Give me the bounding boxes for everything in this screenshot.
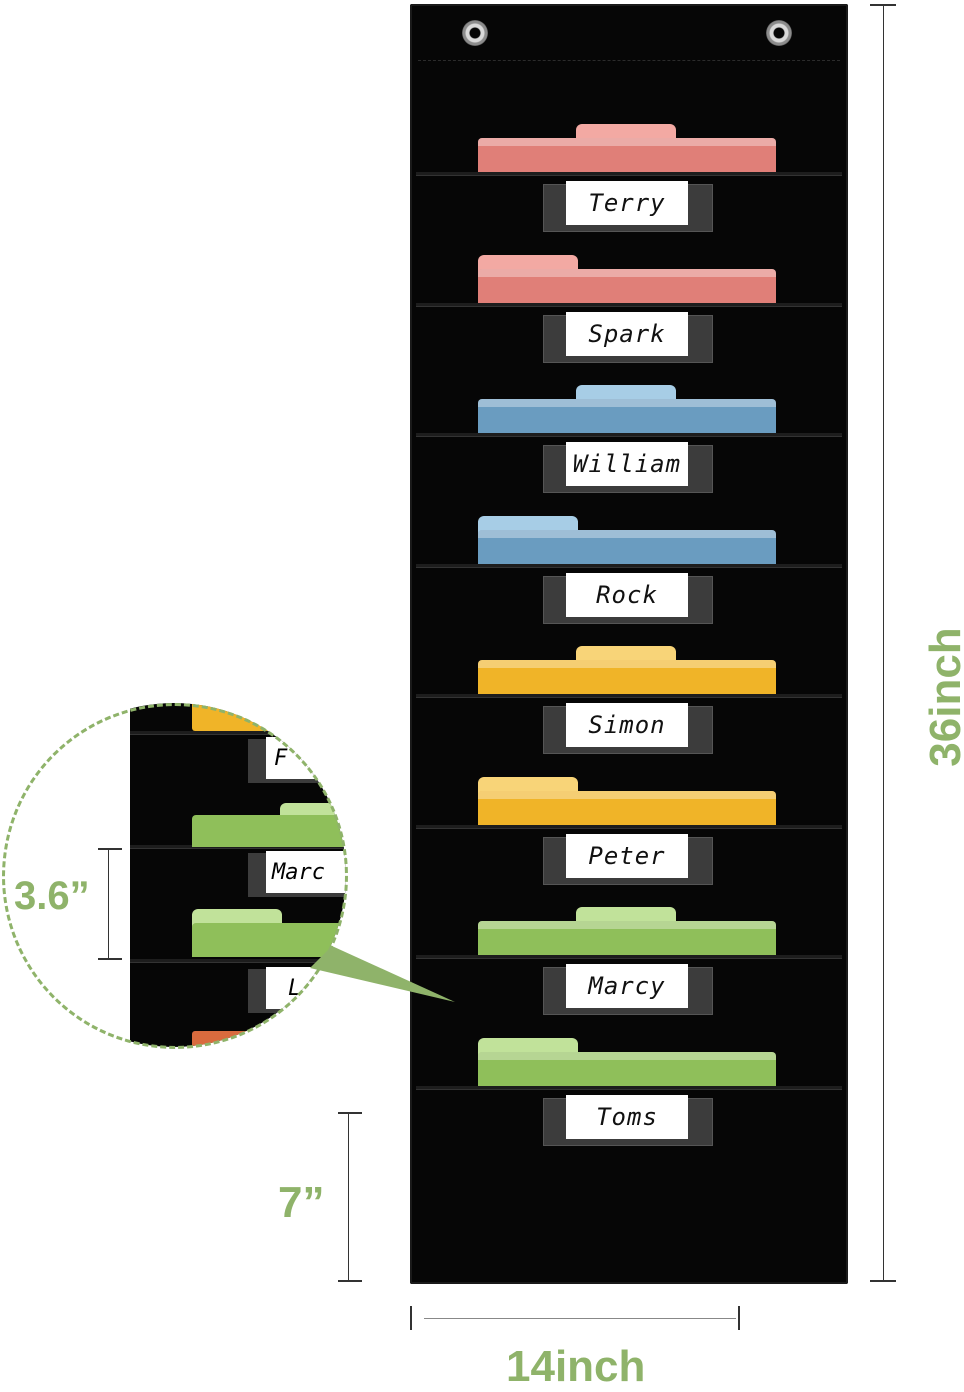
top-stitch: [418, 60, 840, 61]
folder-marcy: [478, 907, 776, 957]
folder-highlight: [478, 790, 776, 799]
width-dim-left-tick: [410, 1306, 412, 1330]
label-holder: Rock: [543, 572, 713, 624]
grommet-left: [462, 20, 488, 46]
pocket-seam: [416, 563, 842, 567]
pocket-seam: [416, 433, 842, 436]
folder-rock: [478, 515, 776, 566]
name-card: Peter: [566, 833, 688, 878]
folder-body: [478, 529, 776, 566]
height-dim-label: 36inch: [921, 627, 964, 767]
label-holder: William: [543, 442, 713, 493]
label-holder: Terry: [543, 181, 713, 232]
pocket-seam: [416, 694, 842, 697]
folder-body: [478, 790, 776, 827]
folder-body: [478, 268, 776, 305]
height-dim-line: [883, 4, 884, 1282]
pocket-seam: [416, 955, 842, 958]
folder-highlight: [478, 1051, 776, 1060]
folder-body: [478, 921, 776, 957]
width-dim-label: 14inch: [506, 1342, 646, 1391]
name-card: Terry: [566, 181, 688, 225]
folder-simon: [478, 646, 776, 696]
folder-highlight: [478, 921, 776, 929]
name-card: Rock: [566, 572, 688, 617]
name-card: Toms: [566, 1094, 688, 1139]
pocket-seam: [416, 302, 842, 306]
folder-william: [478, 385, 776, 435]
bottom-dim-bottom-tick: [338, 1280, 362, 1282]
pocket-seam: [416, 172, 842, 175]
folder-terry: [478, 124, 776, 174]
bottom-dim-top-tick: [338, 1112, 362, 1114]
folder-body: [478, 399, 776, 435]
spacing-dim-label: 3.6”: [14, 874, 90, 918]
pocket-seam: [416, 1085, 842, 1089]
zoom-dashed-border: [2, 703, 348, 1049]
name-card: William: [566, 442, 688, 486]
folder-toms: [478, 1037, 776, 1088]
width-dim-right-tick: [738, 1306, 740, 1330]
label-holder: Spark: [543, 311, 713, 363]
folder-body: [478, 1051, 776, 1088]
width-dim-line: [424, 1318, 736, 1319]
folder-body: [478, 660, 776, 696]
folder-highlight: [478, 138, 776, 146]
folder-highlight: [478, 660, 776, 668]
folder-highlight: [478, 268, 776, 277]
spacing-dim-line: [108, 848, 109, 960]
label-holder: Marcy: [543, 964, 713, 1015]
folder-spark: [478, 254, 776, 305]
label-holder: Simon: [543, 703, 713, 754]
label-holder: Toms: [543, 1094, 713, 1146]
name-card: Spark: [566, 311, 688, 356]
folder-peter: [478, 776, 776, 827]
bottom-dim-line: [348, 1112, 349, 1282]
folder-body: [478, 138, 776, 174]
name-card: Marcy: [566, 964, 688, 1008]
bottom-dim-label: 7”: [278, 1178, 325, 1227]
folder-highlight: [478, 399, 776, 407]
spacing-dim-bottom-tick: [98, 958, 122, 960]
grommet-right: [766, 20, 792, 46]
pocket-seam: [416, 824, 842, 828]
zoom-pointer: [310, 946, 455, 1002]
spacing-dim-top-tick: [98, 848, 122, 850]
folder-highlight: [478, 529, 776, 538]
label-holder: Peter: [543, 833, 713, 885]
name-card: Simon: [566, 703, 688, 747]
